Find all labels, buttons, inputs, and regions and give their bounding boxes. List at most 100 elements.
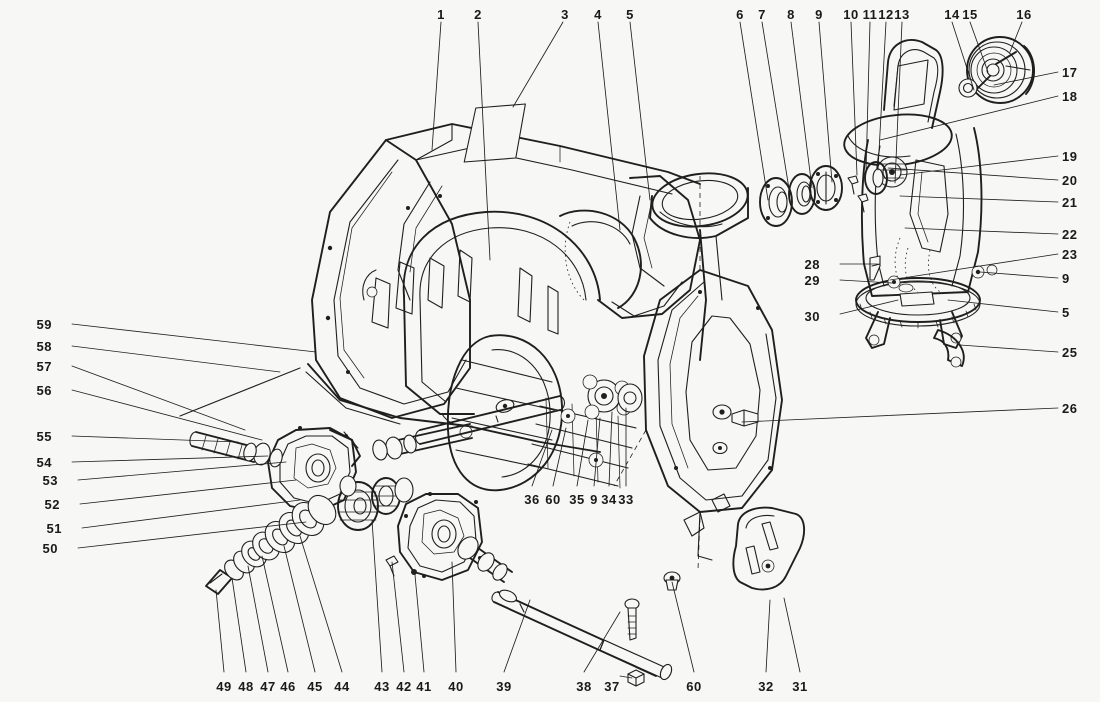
impeller-hub xyxy=(582,374,643,420)
auger-cross-shaft xyxy=(414,374,643,489)
callout-40: 40 xyxy=(448,679,464,694)
leader-line-11 xyxy=(865,21,871,173)
callout-53: 53 xyxy=(42,473,58,488)
callout-14: 14 xyxy=(944,7,960,22)
hex-bolt-38 xyxy=(624,598,640,641)
callout-19: 19 xyxy=(1062,149,1078,164)
leader-line-23 xyxy=(889,253,1059,281)
leader-line-8 xyxy=(790,21,813,189)
callout-9: 9 xyxy=(590,492,598,507)
flange-bearing-row xyxy=(759,161,888,227)
leader-line-4 xyxy=(597,21,621,231)
leader-line-22 xyxy=(904,227,1059,235)
leader-line-7 xyxy=(761,21,791,196)
leader-line-55 xyxy=(71,435,239,443)
callout-56: 56 xyxy=(36,383,52,398)
leader-line-30 xyxy=(839,299,899,315)
callout-5: 5 xyxy=(1062,305,1070,320)
leader-line-21 xyxy=(899,195,1059,203)
hex-nut-37 xyxy=(627,669,645,687)
callout-46: 46 xyxy=(280,679,296,694)
drive-pulley-assembly xyxy=(958,36,1035,104)
leader-line-53 xyxy=(77,461,287,481)
leader-line-60 xyxy=(671,581,695,673)
output-shaft-right-of-gearbox xyxy=(372,423,473,461)
deck-frame-lines xyxy=(179,176,701,487)
leader-line-56 xyxy=(71,389,263,441)
callout-30: 30 xyxy=(804,309,820,324)
leader-line-49 xyxy=(215,589,225,673)
callout-60: 60 xyxy=(686,679,702,694)
leader-line-31 xyxy=(783,597,801,673)
skid-shoe-plate xyxy=(732,506,805,591)
leader-line-57 xyxy=(71,365,246,431)
callout-58: 58 xyxy=(36,339,52,354)
callout-32: 32 xyxy=(758,679,774,694)
small-fastener-42 xyxy=(385,555,417,577)
leader-line-1 xyxy=(431,21,442,151)
leader-line-43 xyxy=(371,519,383,673)
discharge-chute-assembly xyxy=(843,39,998,368)
leader-line-35 xyxy=(576,419,589,487)
callout-36: 36 xyxy=(524,492,540,507)
chute-rotation-base-ring xyxy=(855,277,981,368)
input-shaft-left xyxy=(189,431,283,468)
callout-20: 20 xyxy=(1062,173,1078,188)
leader-line-6 xyxy=(739,21,769,201)
leader-line-3 xyxy=(512,21,564,108)
callout-60: 60 xyxy=(545,492,561,507)
callout-21: 21 xyxy=(1062,195,1078,210)
leader-line-38 xyxy=(583,611,621,673)
callout-8: 8 xyxy=(787,7,795,22)
leader-line-59 xyxy=(71,323,317,353)
callout-34: 34 xyxy=(601,492,617,507)
callout-11: 11 xyxy=(862,7,878,22)
callout-51: 51 xyxy=(46,521,62,536)
callout-17: 17 xyxy=(1062,65,1078,80)
leader-line-34 xyxy=(608,411,613,487)
callout-31: 31 xyxy=(792,679,808,694)
callout-23: 23 xyxy=(1062,247,1078,262)
callout-37: 37 xyxy=(604,679,620,694)
callout-48: 48 xyxy=(238,679,254,694)
leader-line-36 xyxy=(531,429,553,487)
callout-54: 54 xyxy=(36,455,52,470)
lower-control-rod xyxy=(491,571,681,687)
leader-line-50 xyxy=(77,521,307,549)
leader-line-12 xyxy=(877,21,887,171)
callout-2: 2 xyxy=(474,7,482,22)
callout-5: 5 xyxy=(626,7,634,22)
nameplate-decal xyxy=(463,103,526,163)
leader-line-18 xyxy=(879,95,1059,141)
leader-line-17 xyxy=(993,71,1059,86)
leader-line-20 xyxy=(887,167,1059,181)
leader-line-40 xyxy=(451,561,457,673)
leader-lines xyxy=(71,21,1059,679)
callout-33: 33 xyxy=(618,492,634,507)
leader-line-51 xyxy=(81,499,301,529)
callout-52: 52 xyxy=(44,497,60,512)
callout-43: 43 xyxy=(374,679,390,694)
callout-45: 45 xyxy=(307,679,323,694)
leader-line-29 xyxy=(839,279,893,284)
leader-line-14 xyxy=(951,21,975,91)
leader-line-13 xyxy=(894,21,903,184)
callout-55: 55 xyxy=(36,429,52,444)
leader-line-26 xyxy=(741,407,1059,423)
callout-38: 38 xyxy=(576,679,592,694)
leader-line-48 xyxy=(231,577,247,673)
leader-line-60 xyxy=(552,427,567,487)
callout-18: 18 xyxy=(1062,89,1078,104)
callout-28: 28 xyxy=(804,257,820,272)
callout-49: 49 xyxy=(216,679,232,694)
leader-line-2 xyxy=(477,21,491,261)
callout-6: 6 xyxy=(736,7,744,22)
auger-housing-frame xyxy=(305,172,749,453)
leader-line-9 xyxy=(593,417,601,487)
callout-7: 7 xyxy=(758,7,766,22)
leader-line-15 xyxy=(969,21,989,73)
leader-line-45 xyxy=(283,545,316,673)
leader-line-9 xyxy=(818,21,833,183)
callout-44: 44 xyxy=(334,679,350,694)
